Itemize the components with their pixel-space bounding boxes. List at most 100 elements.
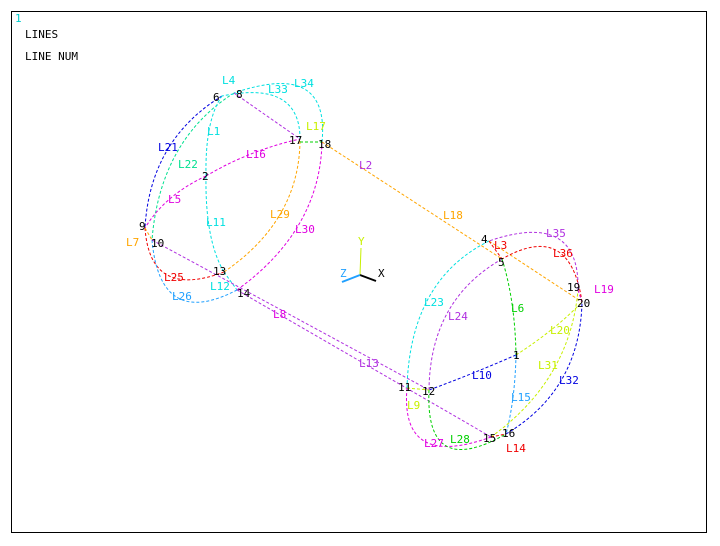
line-L3 (488, 240, 503, 260)
line-L22 (151, 92, 235, 241)
keypoint-11: 11 (398, 381, 411, 394)
line-L14 (490, 433, 507, 438)
line-L13 (236, 289, 492, 438)
line-L12 (223, 271, 238, 291)
line-L5 (144, 175, 207, 229)
keypoint-15: 15 (483, 432, 496, 445)
line-L2 (321, 141, 503, 260)
keypoint-16: 16 (502, 427, 515, 440)
label-L10: L10 (472, 369, 492, 382)
keypoint-20: 20 (577, 297, 590, 310)
line-L30 (236, 141, 323, 291)
line-L8 (151, 239, 430, 391)
label-L23: L23 (424, 296, 444, 309)
label-L29: L29 (270, 208, 290, 221)
triad-z-label: Z (340, 267, 347, 280)
label-L15: L15 (511, 391, 531, 404)
graphics-window[interactable] (11, 11, 707, 533)
label-L6: L6 (511, 302, 524, 315)
label-L30: L30 (295, 223, 315, 236)
line-L31 (490, 289, 579, 438)
label-L20: L20 (550, 324, 570, 337)
line-L35 (488, 231, 579, 291)
keypoint-12: 12 (422, 385, 435, 398)
label-L11: L11 (206, 216, 226, 229)
keypoint-14: 14 (237, 287, 251, 300)
label-L26: L26 (172, 290, 192, 303)
line-labels: L1 L2 L3 L4 L5 L6 L7 L8 L9 L10 L11 L12 L… (126, 74, 614, 455)
label-L9: L9 (407, 399, 420, 412)
keypoint-1: 1 (513, 349, 520, 362)
keypoint-19: 19 (567, 281, 580, 294)
line-L23 (406, 240, 490, 389)
line-L27 (406, 387, 492, 447)
window-number: 1 (15, 12, 22, 25)
label-L17: L17 (306, 120, 326, 133)
line-L11 (205, 175, 225, 273)
line-L7 (144, 227, 153, 241)
label-L2: L2 (359, 159, 372, 172)
keypoint-6: 6 (213, 91, 220, 104)
line-L28 (428, 389, 507, 450)
triad-x-label: X (378, 267, 385, 280)
triad-z-axis (341, 274, 361, 283)
keypoint-8: 8 (236, 88, 243, 101)
keypoint-5: 5 (498, 256, 505, 269)
line-L29 (223, 138, 301, 273)
label-L13: L13 (359, 357, 379, 370)
keypoint-18: 18 (318, 138, 331, 151)
label-L1: L1 (207, 125, 220, 138)
label-L8: L8 (273, 308, 286, 321)
label-L36: L36 (553, 247, 573, 260)
keypoint-10: 10 (151, 237, 164, 250)
line-L25 (144, 227, 225, 281)
label-L3: L3 (494, 239, 507, 252)
line-L9 (406, 387, 430, 391)
keypoint-4: 4 (481, 233, 488, 246)
label-L32: L32 (559, 374, 579, 387)
label-L33: L33 (268, 83, 288, 96)
line-L34 (233, 83, 324, 143)
label-L25: L25 (164, 271, 184, 284)
triad-x-axis (359, 274, 377, 282)
label-L7: L7 (126, 236, 139, 249)
label-L31: L31 (538, 359, 558, 372)
label-L14: L14 (506, 442, 526, 455)
line-L20 (515, 301, 583, 356)
label-L22: L22 (178, 158, 198, 171)
line-L18 (488, 240, 583, 303)
line-L26 (151, 239, 238, 303)
plot-title-lines: LINES (25, 28, 59, 41)
line-L6 (501, 258, 517, 356)
line-L36 (501, 245, 583, 303)
label-L21: L21 (158, 141, 178, 154)
label-L24: L24 (448, 310, 468, 323)
line-L19 (577, 289, 583, 303)
plot-title-line-num: LINE NUM (25, 50, 78, 63)
keypoint-9: 9 (139, 220, 146, 233)
label-L35: L35 (546, 227, 566, 240)
line-geometry (144, 83, 583, 450)
label-L18: L18 (443, 209, 463, 222)
line-L16 (205, 138, 301, 177)
label-L4: L4 (222, 74, 236, 87)
label-L5: L5 (168, 193, 181, 206)
keypoint-13: 13 (213, 265, 226, 278)
label-L34: L34 (294, 77, 314, 90)
label-L16: L16 (246, 148, 266, 161)
label-L27: L27 (424, 437, 444, 450)
line-L15 (505, 354, 517, 435)
axis-triad: Y X Z (340, 235, 385, 283)
keypoint-2: 2 (202, 170, 209, 183)
label-L12: L12 (210, 280, 230, 293)
keypoint-17: 17 (289, 134, 302, 147)
line-L4 (233, 92, 301, 140)
line-L33 (221, 92, 301, 140)
label-L28: L28 (450, 433, 470, 446)
line-L24 (428, 258, 503, 391)
triad-y-axis (359, 247, 362, 276)
label-L19: L19 (594, 283, 614, 296)
triad-y-label: Y (358, 235, 365, 248)
